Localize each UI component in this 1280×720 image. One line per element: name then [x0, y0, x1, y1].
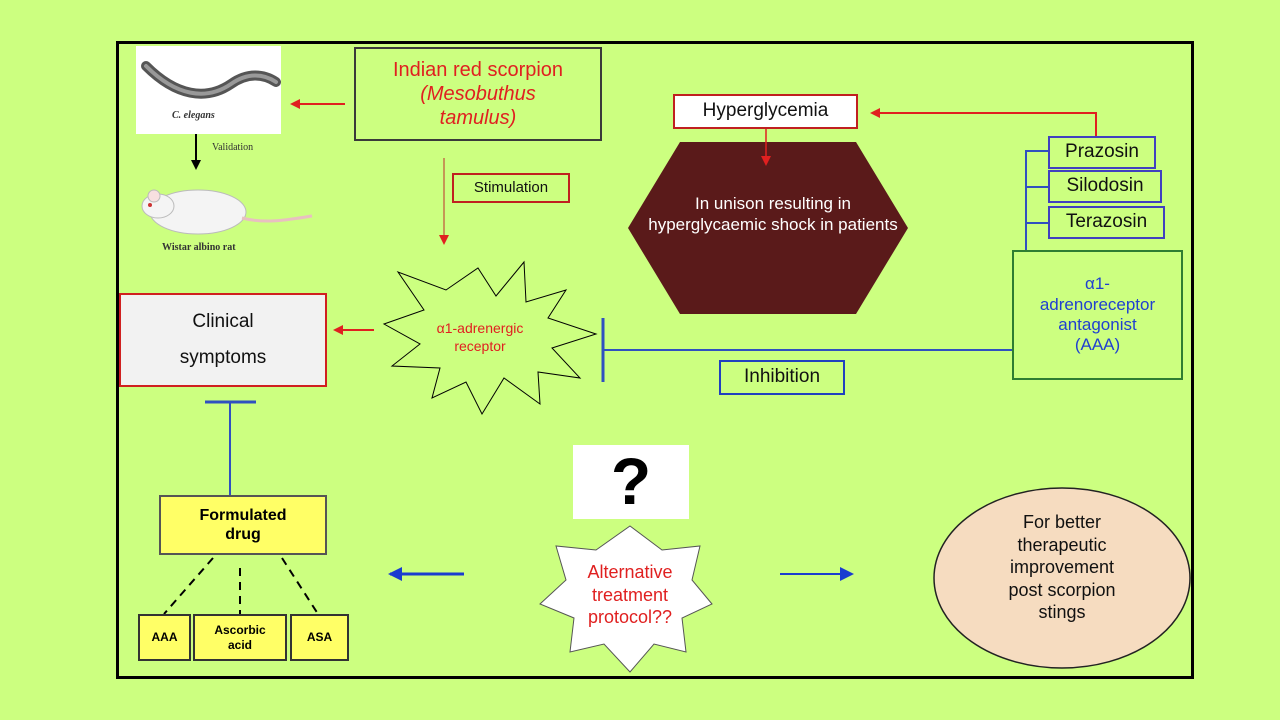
- receptor-starburst: [382, 260, 598, 416]
- rat-caption: Wistar albino rat: [162, 242, 236, 253]
- stimulation-box: Stimulation: [452, 173, 570, 203]
- better-line2: therapeutic: [1017, 534, 1107, 555]
- better-line3: improvement: [1009, 557, 1115, 577]
- celegans-image: [136, 46, 281, 134]
- scorpion-line3: tamulus): [439, 107, 517, 129]
- dash-to-aaa: [163, 557, 214, 615]
- celegans-caption: C. elegans: [172, 110, 215, 121]
- better-ellipse: [933, 487, 1191, 669]
- formulated-line1: Formulated: [199, 506, 287, 524]
- clinical-symptoms-box: Clinical symptoms: [119, 293, 327, 387]
- validation-caption: Validation: [212, 142, 254, 153]
- better-line1: For better: [1022, 512, 1102, 532]
- alternative-line2: treatment: [591, 584, 669, 605]
- receptor-label: α1-adrenergic receptor: [400, 320, 560, 355]
- antagonist-line1: α1-: [1085, 274, 1110, 294]
- antagonist-line2: adrenoreceptor: [1039, 294, 1156, 314]
- inhibition-box: Inhibition: [719, 360, 845, 395]
- alternative-line1: Alternative: [587, 562, 673, 582]
- terazosin-box: Terazosin: [1048, 206, 1165, 239]
- better-line4: post scorpion: [1008, 579, 1116, 600]
- clinical-line2: symptoms: [179, 347, 267, 368]
- antagonist-box: α1- adrenoreceptor antagonist (AAA): [1012, 250, 1183, 380]
- formulated-drug-box: Formulated drug: [159, 495, 327, 555]
- receptor-line1: α1-adrenergic: [436, 320, 524, 336]
- better-text: For better therapeutic improvement post …: [950, 511, 1174, 624]
- scorpion-line2: (Mesobuthus: [420, 83, 536, 105]
- alternative-star: [539, 525, 713, 673]
- better-line5: stings: [1038, 602, 1086, 622]
- shock-hexagon: [628, 142, 908, 314]
- formulated-line2: drug: [225, 526, 261, 543]
- ascorbic-line1: Ascorbic: [214, 623, 266, 638]
- ascorbic-line2: acid: [227, 637, 252, 652]
- shock-text: In unison resulting in hyperglycaemic sh…: [648, 194, 898, 235]
- dash-to-asa: [281, 557, 319, 615]
- scorpion-line1: Indian red scorpion: [392, 59, 564, 81]
- scorpion-box: Indian red scorpion (Mesobuthus tamulus): [354, 47, 602, 141]
- component-asa: ASA: [290, 614, 349, 661]
- silodosin-box: Silodosin: [1048, 170, 1162, 203]
- receptor-line2: receptor: [454, 337, 506, 354]
- hyperglycemia-box: Hyperglycemia: [673, 94, 858, 129]
- clinical-line1: Clinical: [192, 310, 254, 332]
- component-aaa: AAA: [138, 614, 191, 661]
- question-mark-icon: ?: [573, 444, 689, 519]
- component-ascorbic-acid: Ascorbic acid: [193, 614, 287, 661]
- prazosin-box: Prazosin: [1048, 136, 1156, 169]
- alternative-line3: protocol??: [587, 607, 673, 627]
- rat-image: [136, 172, 316, 260]
- antagonist-line4: (AAA): [1074, 335, 1121, 355]
- antagonist-line3: antagonist: [1058, 315, 1137, 334]
- alternative-text: Alternative treatment protocol??: [550, 561, 710, 629]
- arrow-drugs-to-hyper: [870, 108, 1097, 136]
